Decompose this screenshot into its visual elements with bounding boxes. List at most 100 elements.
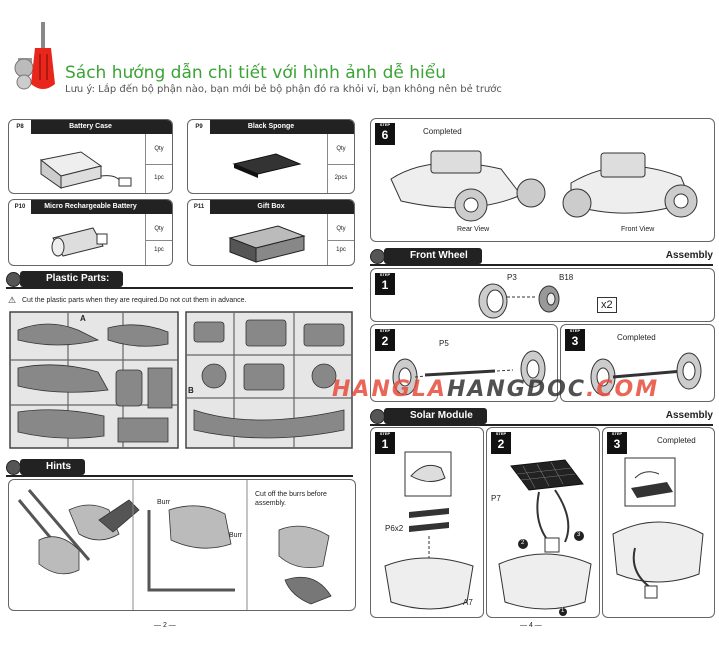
page-title: Sách hướng dẫn chi tiết với hình ảnh dễ … xyxy=(65,63,446,83)
part-p5-label: P5 xyxy=(439,339,449,348)
burr-label-1: Burr xyxy=(157,499,171,506)
step-number: 1 xyxy=(381,437,389,451)
step-label: STEP xyxy=(379,431,391,436)
plastic-parts-header: Plastic Parts: xyxy=(6,271,353,289)
qty-label: Qty xyxy=(154,146,164,152)
axle-assembly-illustration xyxy=(392,350,546,396)
qty-label: Qty xyxy=(336,226,346,232)
section-bullet-icon xyxy=(370,409,385,424)
hints-panel: Burr Burr Cut off the burrs before assem… xyxy=(8,479,356,611)
part-p7-label: P7 xyxy=(491,494,501,503)
part-a7-label: A7 xyxy=(463,598,473,607)
sprue-a: A xyxy=(8,310,180,450)
marker-3: 3 xyxy=(577,532,581,538)
sprue-a-label: A xyxy=(80,314,86,323)
assembly-label: Assembly xyxy=(659,248,713,264)
page-number-value: 4 xyxy=(528,622,533,629)
part-p3-label: P3 xyxy=(507,273,517,282)
solar-panel-illustration xyxy=(498,459,592,616)
section-title: Front Wheel xyxy=(384,248,482,264)
qty-value: 1pc xyxy=(336,247,346,253)
battery-illustration xyxy=(51,227,108,257)
gift-box-illustration xyxy=(228,225,306,263)
completed-solar-illustration xyxy=(612,457,704,599)
assembly-note: Lưu ý: Lắp đến bộ phận nào, bạn mới bẻ b… xyxy=(65,84,502,95)
qty-label: Qty xyxy=(336,146,346,152)
warning-icon: ⚠ xyxy=(8,295,17,305)
assembly-label: Assembly xyxy=(659,408,713,424)
car-illustrations xyxy=(390,150,698,222)
watermark-dark: HANGDOC xyxy=(446,377,586,402)
part-id: P11 xyxy=(188,200,211,214)
watermark-red-2: .COM xyxy=(585,377,660,402)
part-card-p11: P11 Gift Box Qty 1pc xyxy=(187,199,355,266)
section-title: Hints xyxy=(20,459,85,475)
plastic-warning: Cut the plastic parts when they are requ… xyxy=(22,297,247,304)
part-name: Gift Box xyxy=(257,203,285,210)
part-id: P8 xyxy=(9,120,32,134)
step-number: 3 xyxy=(571,334,579,348)
battery-case-illustration xyxy=(39,151,132,189)
section-bullet-icon xyxy=(370,249,385,264)
watermark: HANGLAHANGDOC.COM xyxy=(332,377,659,402)
burr-label-2: Burr xyxy=(229,532,243,539)
quantity-label: x2 xyxy=(597,297,617,313)
completed-label: Completed xyxy=(423,127,462,136)
qty-value: 2pcs xyxy=(334,175,348,181)
sponge-illustration xyxy=(232,153,302,178)
page-number-left: — 2 — xyxy=(154,622,176,629)
marker-1: 1 xyxy=(561,608,565,614)
section-bullet-icon xyxy=(6,460,21,475)
rear-view-label: Rear View xyxy=(457,226,490,233)
step-number: 1 xyxy=(381,278,389,292)
solar-module-header: Solar Module Assembly xyxy=(370,408,713,426)
page-number-right: — 4 — xyxy=(520,622,542,629)
part-name: Battery Case xyxy=(69,123,112,130)
part-card-p10: P10 Micro Rechargeable Battery Qty 1pc xyxy=(8,199,173,266)
step-label: STEP xyxy=(379,328,391,333)
front-wheel-header: Front Wheel Assembly xyxy=(370,248,713,266)
completed-label: Completed xyxy=(617,333,656,342)
step-label: STEP xyxy=(569,328,581,333)
completed-label: Completed xyxy=(657,436,696,445)
sprue-b: B xyxy=(184,310,354,450)
watermark-red-1: HANGLA xyxy=(332,377,447,402)
part-name: Micro Rechargeable Battery xyxy=(44,203,137,210)
marker-2: 2 xyxy=(521,540,525,546)
cut-burr-note: Cut off the burrs before assembly. xyxy=(255,491,327,507)
step-number: 2 xyxy=(381,334,389,348)
front-view-label: Front View xyxy=(621,226,655,233)
completed-axle-illustration xyxy=(590,352,702,396)
qty-value: 1pc xyxy=(154,247,164,253)
part-b18-label: B18 xyxy=(559,273,574,282)
step-number: 2 xyxy=(497,437,505,451)
hints-header: Hints xyxy=(6,459,353,477)
page-number-value: 2 xyxy=(162,622,167,629)
part-id: P10 xyxy=(9,200,32,214)
step-number: 3 xyxy=(613,437,621,451)
step-label: STEP xyxy=(379,272,391,277)
part-p6-label: P6x2 xyxy=(385,524,404,533)
section-title: Plastic Parts: xyxy=(20,271,124,287)
qty-label: Qty xyxy=(154,226,164,232)
part-id: P9 xyxy=(188,120,211,134)
wheel-tire-illustration xyxy=(478,283,560,319)
step-label: STEP xyxy=(611,431,623,436)
sponge-attach-illustration xyxy=(384,451,474,610)
part-name: Black Sponge xyxy=(247,123,295,130)
